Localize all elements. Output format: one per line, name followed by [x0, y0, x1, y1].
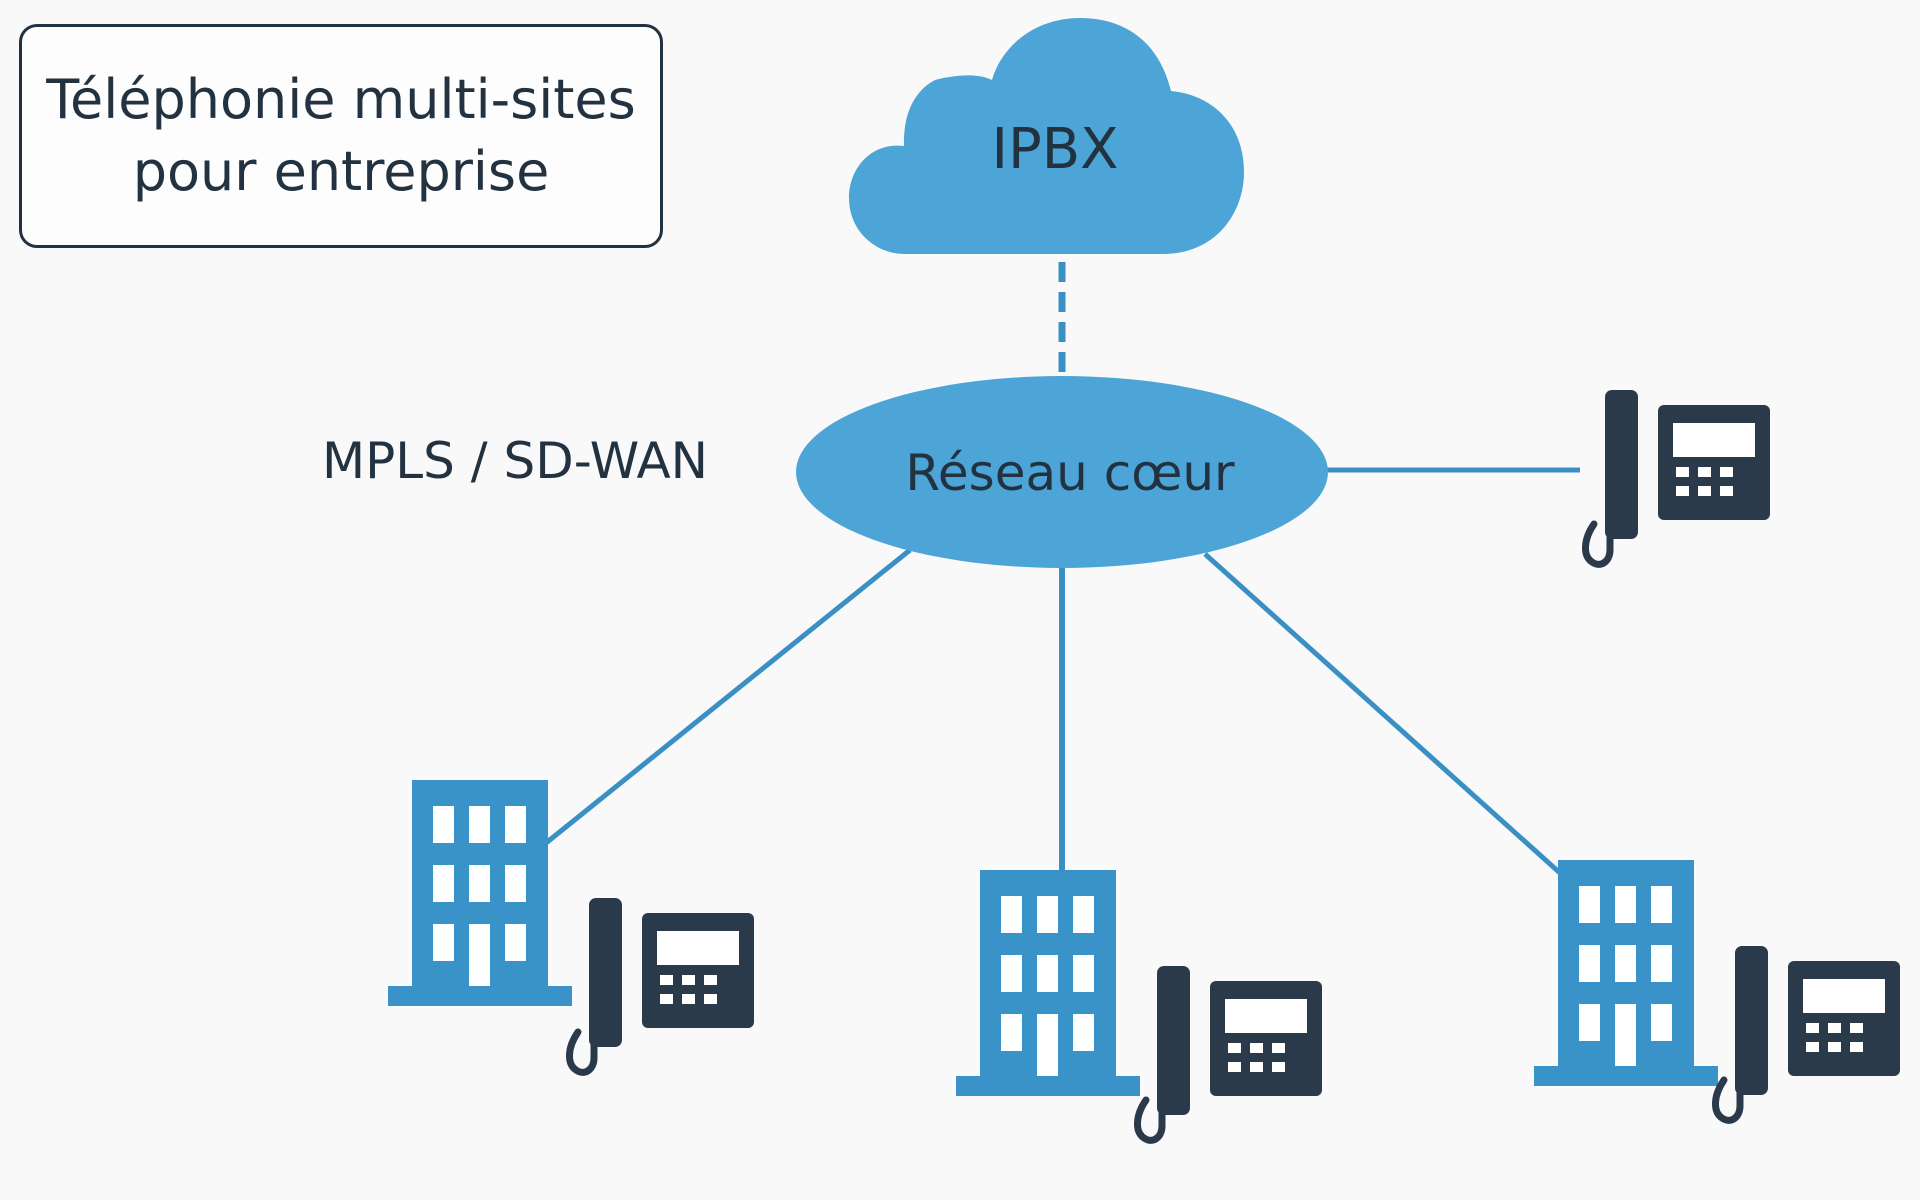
link-core-site-left: [544, 548, 912, 845]
core-label: Réseau cœur: [905, 444, 1235, 502]
desk-phone-icon: [1585, 390, 1770, 564]
title-line-1: Téléphonie multi-sites: [46, 68, 636, 131]
desk-phone-icon: [569, 898, 754, 1072]
core-network-ellipse: [796, 376, 1328, 568]
title-line-2: pour entreprise: [132, 140, 550, 203]
office-building-icon: [388, 780, 572, 1006]
link-core-site-right: [1203, 552, 1562, 875]
title-box: Téléphonie multi-sites pour entreprise: [19, 24, 663, 248]
cloud-icon: [848, 18, 1244, 254]
cloud-label: IPBX: [991, 117, 1118, 182]
desk-phone-icon: [1137, 966, 1322, 1140]
network-label: MPLS / SD-WAN: [322, 432, 708, 490]
office-building-icon: [956, 870, 1140, 1096]
desk-phone-icon: [1715, 946, 1900, 1120]
office-building-icon: [1534, 860, 1718, 1086]
